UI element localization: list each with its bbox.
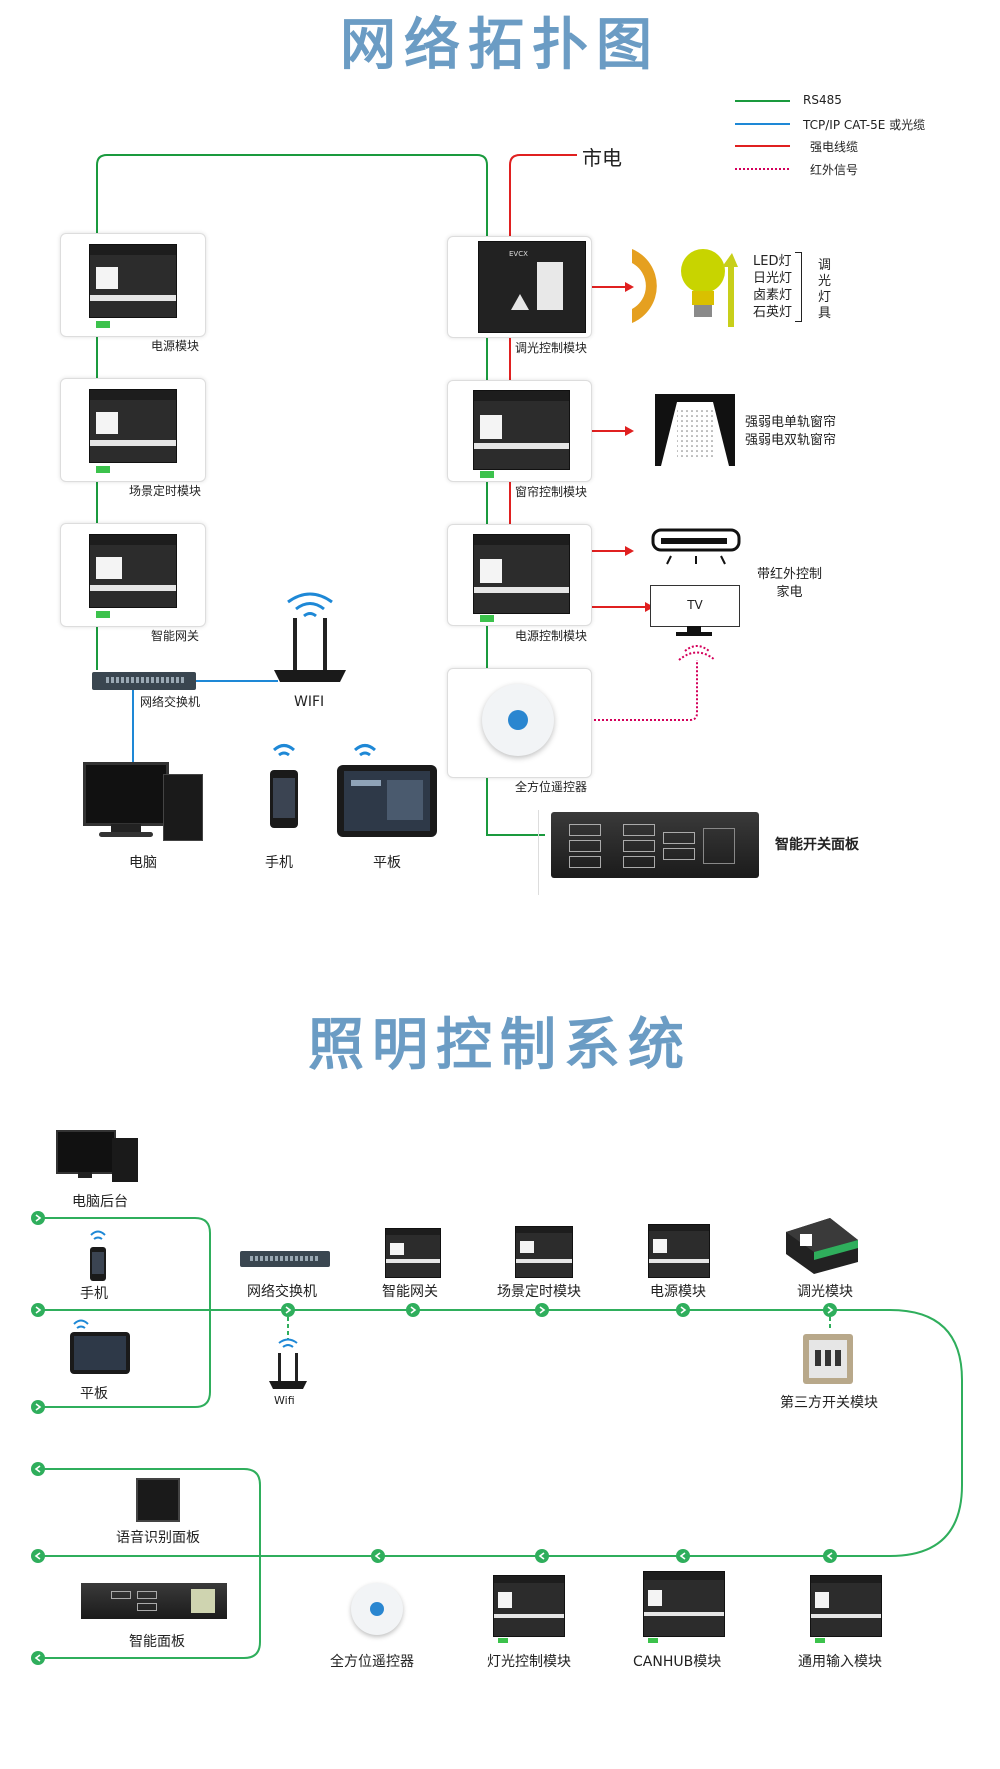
voice-panel-device (136, 1478, 180, 1522)
legend-power: 强电线缆 (810, 140, 859, 154)
smart-panel-label: 智能面板 (129, 1634, 185, 1650)
power-module-device-2 (648, 1224, 710, 1278)
tablet-icon-2 (70, 1319, 130, 1374)
canhub-module-label: CANHUB模块 (633, 1654, 722, 1670)
third-party-switch-label: 第三方开关模块 (780, 1395, 878, 1411)
lighting-control-device (493, 1575, 565, 1643)
power-module-device (89, 244, 177, 328)
remote-controller-label-2: 全方位遥控器 (330, 1654, 414, 1670)
curtain-text: 强弱电单轨窗帘 强弱电双轨窗帘 (745, 414, 836, 450)
smart-panel-device (81, 1583, 227, 1619)
power-module-label: 电源模块 (151, 339, 200, 353)
legend-rs485: RS485 (803, 93, 842, 107)
dimming-module-label-2: 调光模块 (797, 1284, 853, 1300)
wifi-router-icon (274, 592, 346, 682)
legend-ir: 红外信号 (810, 163, 859, 177)
tv-label: TV (687, 598, 703, 612)
dimming-module-label: 调光控制模块 (515, 341, 588, 355)
curtain-module-card[interactable] (447, 380, 592, 482)
remote-controller-device (482, 684, 554, 756)
phone-icon-2 (90, 1230, 106, 1281)
lamp-type-fluorescent: 日光灯 (753, 271, 793, 286)
scene-timer-module-card[interactable] (60, 378, 206, 482)
lamp-type-quartz: 石英灯 (753, 305, 793, 320)
tv-stand (687, 626, 701, 632)
lamp-type-halogen: 卤素灯 (753, 288, 793, 303)
scene-timer-module-device (89, 389, 177, 473)
universal-input-device (810, 1575, 882, 1643)
legend-swatches (735, 100, 790, 170)
network-switch-device (92, 672, 196, 690)
curtain-module-label: 窗帘控制模块 (515, 485, 588, 499)
network-topology-title: 网络拓扑图 (340, 13, 660, 78)
wifi-router-icon-2 (269, 1338, 307, 1389)
scene-timer-device-2 (515, 1226, 573, 1278)
computer-label: 电脑 (129, 855, 157, 871)
smart-gateway-device (89, 534, 177, 618)
air-conditioner-icon (651, 528, 741, 565)
wifi-label-2: Wifi (274, 1394, 295, 1407)
dimming-module-card[interactable]: EVCX (447, 236, 592, 338)
topology-wiring (96, 154, 716, 836)
remote-controller-device-2 (351, 1583, 403, 1635)
universal-input-label: 通用输入模块 (798, 1654, 882, 1670)
dimming-module-device: EVCX (478, 241, 586, 333)
power-module-label-2: 电源模块 (650, 1284, 706, 1300)
lighting-control-label: 灯光控制模块 (487, 1654, 571, 1670)
curtain-module-device (473, 390, 570, 478)
tv-base (676, 632, 712, 636)
smart-switch-panel-device (551, 812, 759, 878)
smart-gateway-label: 智能网关 (151, 629, 200, 643)
mains-label: 市电 (582, 146, 622, 170)
dimming-module-brand: EVCX (509, 250, 528, 258)
dimmable-lamp-icon (632, 249, 738, 327)
third-party-switch-device (803, 1334, 853, 1384)
smart-gateway-card[interactable] (60, 523, 206, 627)
lighting-system-title: 照明控制系统 (308, 1013, 692, 1078)
appliance-ir-control: 带红外控制 (757, 567, 823, 582)
network-switch-label: 网络交换机 (140, 695, 201, 709)
phone-label: 手机 (265, 855, 293, 871)
legend-tcpip: TCP/IP CAT-5E 或光缆 (803, 118, 926, 132)
remote-controller-card[interactable] (447, 668, 592, 778)
smart-switch-panel-label: 智能开关面板 (775, 837, 859, 853)
tablet-icon (337, 744, 437, 837)
backend-computer-label: 电脑后台 (72, 1194, 128, 1210)
scene-timer-label-2: 场景定时模块 (497, 1284, 581, 1300)
power-control-module-device (473, 534, 570, 622)
lamp-type-led: LED灯 (753, 254, 792, 269)
network-switch-device-2 (240, 1251, 330, 1267)
curtain-double-track: 强弱电双轨窗帘 (745, 433, 837, 448)
power-module-card[interactable] (60, 233, 206, 337)
panel-divider (538, 810, 539, 895)
phone-label-2: 手机 (80, 1286, 108, 1302)
tablet-label: 平板 (373, 855, 401, 871)
dimmable-lamp-label: 调光灯具 (818, 258, 832, 321)
power-control-module-card[interactable] (447, 524, 592, 626)
wifi-label: WIFI (294, 694, 325, 710)
curtain-single-track: 强弱电单轨窗帘 (745, 415, 837, 430)
voice-panel-label: 语音识别面板 (116, 1530, 200, 1546)
lamp-bracket (795, 252, 802, 322)
appliance-home: 家电 (776, 585, 803, 600)
tablet-label-2: 平板 (80, 1386, 108, 1402)
lamp-type-list: LED灯 日光灯 卤素灯 石英灯 (753, 253, 792, 321)
smart-gateway-label-2: 智能网关 (382, 1284, 438, 1300)
scene-timer-module-label: 场景定时模块 (129, 484, 202, 498)
curtain-icon (655, 394, 735, 466)
power-control-module-label: 电源控制模块 (515, 629, 588, 643)
phone-icon (270, 744, 298, 828)
remote-controller-label: 全方位遥控器 (515, 780, 588, 794)
appliance-text: 带红外控制 家电 (757, 566, 822, 602)
canhub-module-device (643, 1571, 725, 1643)
smart-gateway-device-2 (385, 1228, 441, 1278)
dimming-module-device-2 (786, 1218, 858, 1274)
network-switch-label-2: 网络交换机 (247, 1284, 317, 1300)
